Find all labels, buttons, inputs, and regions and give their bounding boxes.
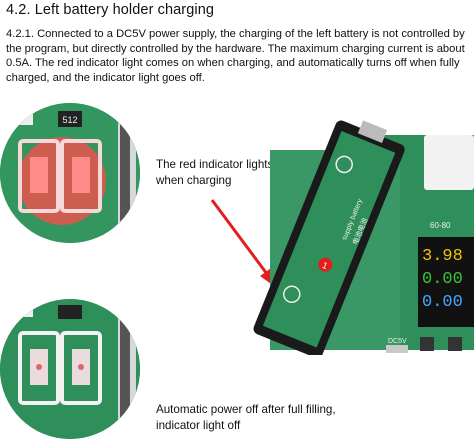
full-charge-caption: Automatic power off after full filling, … <box>156 403 336 432</box>
display-capacity: 0.00 <box>422 293 463 312</box>
section-heading: 4.2. Left battery holder charging <box>6 2 215 18</box>
charging-led-closeup: 512 <box>0 103 140 243</box>
chip-label: 512 <box>62 115 77 125</box>
port-label: DC5V <box>388 338 407 345</box>
display-voltage: 3.98 <box>422 247 463 266</box>
marker-label: 1 <box>321 260 329 271</box>
charger-board-photo: 1 supply battery 电池电池 60-80 3.98 0.00 0.… <box>253 120 474 355</box>
section-paragraph: 4.2.1. Connected to a DC5V power supply,… <box>6 28 465 84</box>
full-charge-led-closeup <box>0 299 140 439</box>
spec-label: 60-80 <box>430 221 451 230</box>
display-current: 0.00 <box>422 270 463 289</box>
